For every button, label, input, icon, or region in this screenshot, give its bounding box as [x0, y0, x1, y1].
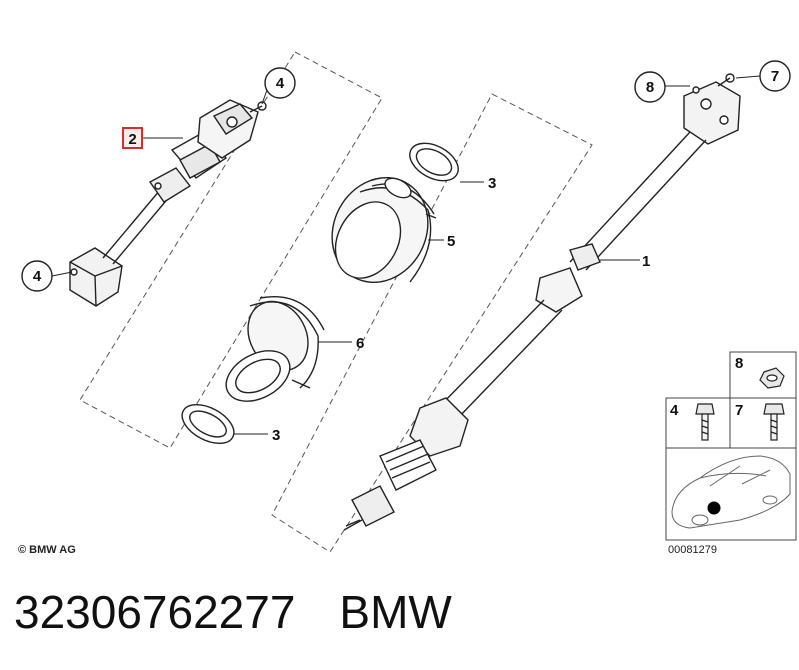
part-caption: 32306762277 BMW [14, 585, 784, 655]
part-number: 32306762277 [14, 586, 296, 638]
universal-joint-shaft [69, 99, 267, 307]
legend-bolt-7-label: 7 [735, 402, 743, 419]
callout-7[interactable]: 7 [759, 60, 791, 92]
legend-nut-label: 8 [735, 355, 743, 372]
callout-2[interactable]: 2 [122, 127, 143, 149]
callout-8[interactable]: 8 [634, 71, 666, 103]
steering-shaft [343, 73, 741, 531]
callout-4-left-label: 4 [33, 268, 42, 285]
center-group-outline [271, 93, 593, 553]
left-group-outline [79, 51, 383, 449]
callout-7-label: 7 [771, 68, 779, 85]
callout-6[interactable]: 6 [356, 335, 364, 352]
callout-3-upper[interactable]: 3 [488, 175, 496, 192]
legend-bolt-4-label: 4 [670, 402, 679, 419]
callout-4-left[interactable]: 4 [21, 260, 53, 292]
callout-1[interactable]: 1 [642, 253, 650, 270]
car-location-icon [671, 455, 791, 529]
torx-bolt-icon [695, 403, 715, 441]
hex-bolt-icon [763, 403, 785, 441]
brand-name: BMW [339, 586, 452, 638]
copyright-notice: © BMW AG [18, 544, 76, 556]
callout-2-label: 2 [128, 131, 136, 148]
callout-3-lower[interactable]: 3 [272, 427, 280, 444]
lower-boot [225, 296, 325, 402]
lower-gasket [181, 404, 235, 444]
legend-box [665, 351, 797, 541]
upper-gasket [409, 142, 459, 182]
diagram-reference-number: 00081279 [668, 544, 717, 556]
hex-nut-icon [759, 367, 785, 389]
upper-boot [331, 176, 437, 284]
callout-4-top[interactable]: 4 [264, 67, 296, 99]
callout-8-label: 8 [646, 79, 654, 96]
leader-lines [51, 75, 761, 435]
callout-5[interactable]: 5 [447, 233, 455, 250]
steering-column-diagram: 2 4 4 8 7 3 5 6 3 1 8 4 7 [18, 51, 797, 556]
callout-4-top-label: 4 [276, 75, 285, 92]
